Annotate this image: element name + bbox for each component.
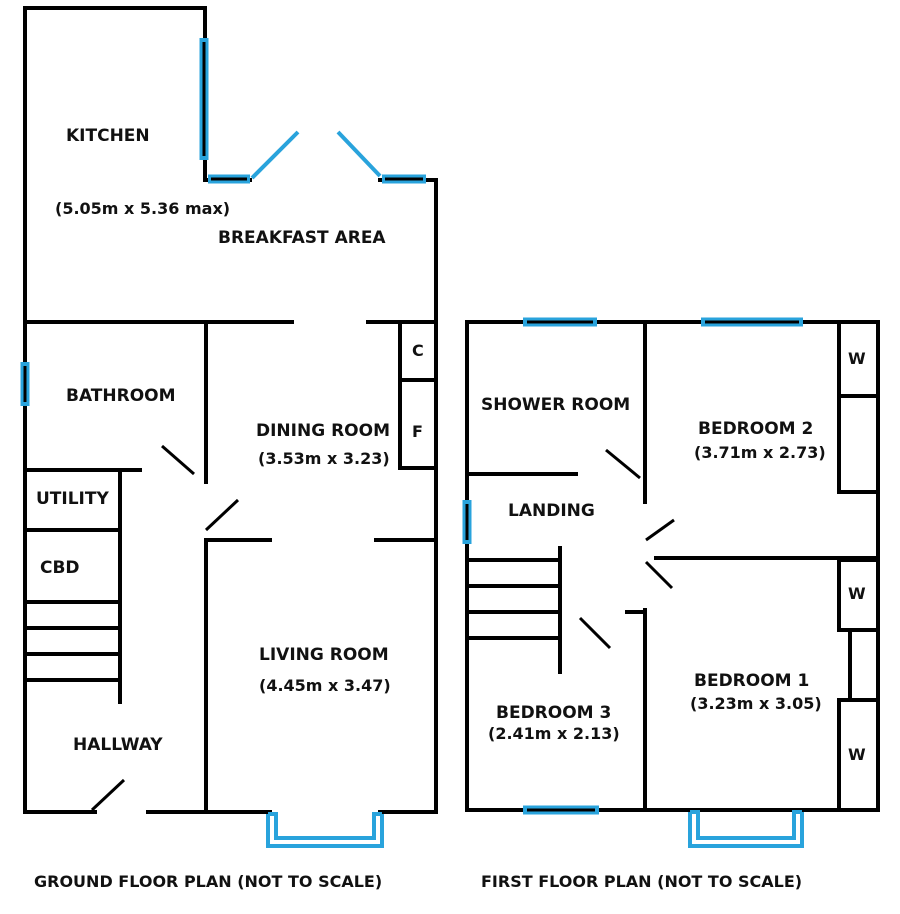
kitchen-label: KITCHEN <box>66 126 150 146</box>
wardrobe-bedroom1-top <box>837 558 880 632</box>
bedroom3-size: (2.41m x 2.13) <box>488 724 620 743</box>
dining-room-size: (3.53m x 3.23) <box>258 449 390 468</box>
breakfast-bay-window-right <box>336 130 382 178</box>
breakfast-area-label: BREAKFAST AREA <box>218 228 386 248</box>
landing-label: LANDING <box>508 501 595 521</box>
living-room-size: (4.45m x 3.47) <box>259 676 391 695</box>
shower-room-door <box>605 448 641 480</box>
bedroom3-label: BEDROOM 3 <box>496 703 611 723</box>
fridge-box <box>398 378 438 470</box>
wardrobe-bedroom1-bottom <box>837 698 880 812</box>
bedroom1-label: BEDROOM 1 <box>694 671 809 691</box>
living-room-door <box>204 498 240 532</box>
bedroom2-label: BEDROOM 2 <box>698 419 813 439</box>
wardrobe-label-2: W <box>848 584 866 603</box>
cbd-label: CBD <box>40 558 80 578</box>
cupboard-label: C <box>412 341 424 360</box>
bedroom2-door <box>645 518 675 542</box>
bedroom3-door <box>578 616 612 650</box>
bedroom2-size: (3.71m x 2.73) <box>694 443 826 462</box>
kitchen-size: (5.05m x 5.36 max) <box>55 199 230 218</box>
dining-room-label: DINING ROOM <box>256 421 390 441</box>
living-room-bay-window <box>266 812 384 848</box>
bedroom1-bay-window <box>688 810 804 848</box>
first-floor-caption: FIRST FLOOR PLAN (NOT TO SCALE) <box>481 872 802 891</box>
hallway-label: HALLWAY <box>73 735 163 755</box>
front-door <box>90 778 126 812</box>
kitchen-north-east-wall <box>23 6 207 182</box>
bedroom1-door <box>644 560 674 590</box>
wardrobe-label-1: W <box>848 349 866 368</box>
bedroom1-size: (3.23m x 3.05) <box>690 694 822 713</box>
ground-floor-plan: KITCHEN (5.05m x 5.36 max) BREAKFAST ARE… <box>20 6 438 891</box>
breakfast-bay-window-left <box>250 130 300 180</box>
wardrobe-label-3: W <box>848 745 866 764</box>
bathroom-label: BATHROOM <box>66 386 176 406</box>
utility-label: UTILITY <box>36 489 109 509</box>
ground-floor-caption: GROUND FLOOR PLAN (NOT TO SCALE) <box>34 872 382 891</box>
shower-room-label: SHOWER ROOM <box>481 395 630 415</box>
first-floor-plan: SHOWER ROOM BEDROOM 2 (3.71m x 2.73) LAN… <box>462 317 880 891</box>
fridge-label: F <box>412 422 423 441</box>
wardrobe-bedroom2-bottom <box>837 394 880 494</box>
living-room-label: LIVING ROOM <box>259 645 389 665</box>
bathroom-door <box>161 444 195 476</box>
